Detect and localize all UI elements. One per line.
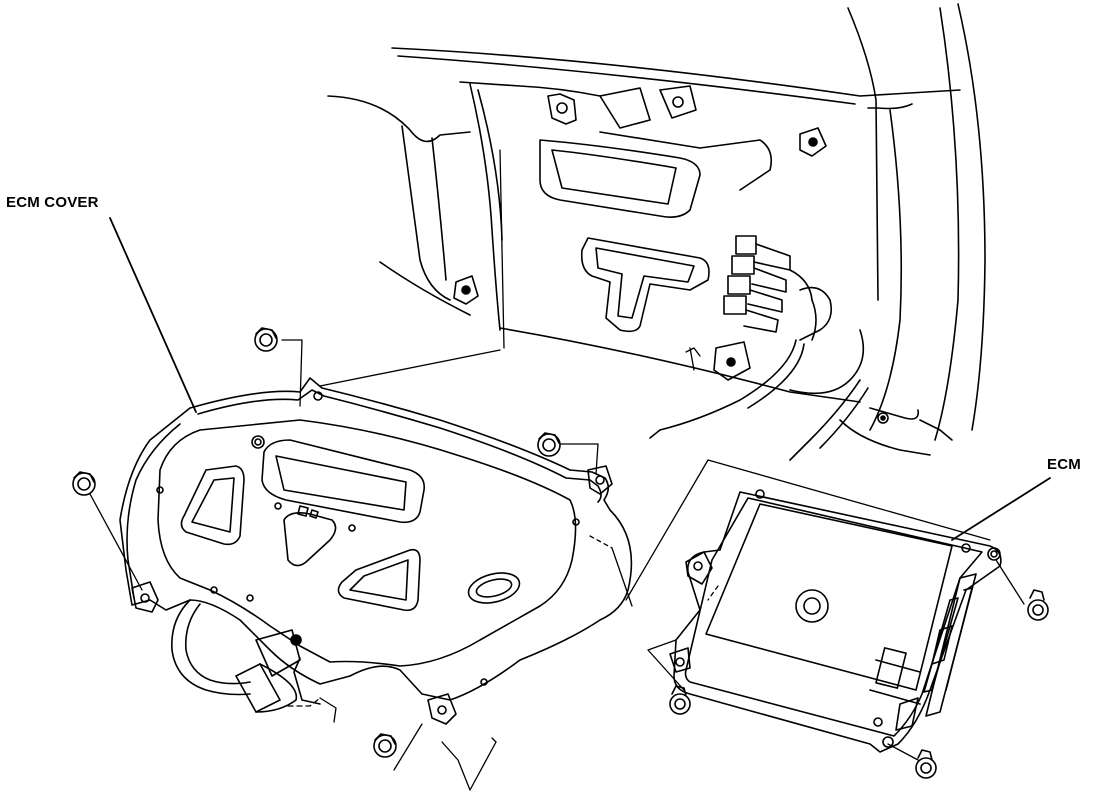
bolt-ecm-left (670, 686, 690, 714)
ecm-cover-leader-line (110, 218, 196, 412)
ecm-unit (670, 490, 1001, 752)
nut-right (538, 433, 560, 456)
nut-left (73, 472, 95, 495)
bolt-ecm-bottom (916, 750, 936, 778)
ecm-leader-line (952, 478, 1050, 540)
vehicle-body-panel (328, 4, 985, 455)
wiring-harness-connectors (650, 236, 868, 460)
assembly-leader-lines (90, 150, 1050, 790)
ecm-cover (120, 378, 631, 724)
nut-top (255, 328, 277, 351)
bolt-ecm-right (1028, 590, 1048, 620)
ecm-label: ECM (1047, 456, 1081, 473)
ecm-cover-label: ECM COVER (6, 194, 99, 211)
nut-bottom (374, 734, 396, 757)
